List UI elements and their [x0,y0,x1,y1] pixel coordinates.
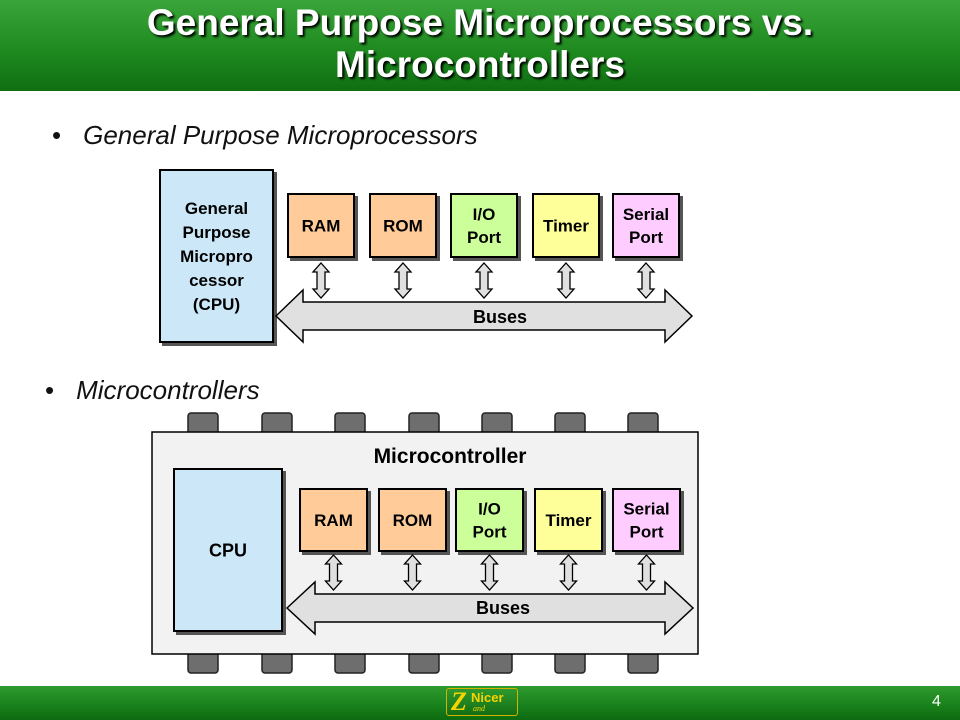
slide-title-line2: Microcontrollers [335,44,625,85]
block-label: Port [473,523,507,542]
page-number: 4 [932,693,941,710]
bus-arrow [274,288,694,344]
logo-small-text: and [473,704,485,713]
memory-block [455,488,524,552]
bus-arrow [285,580,695,636]
chip-label: Microcontroller [374,445,527,468]
bullet-microprocessors: • General Purpose Microprocessors [52,120,478,151]
cpu-label: (CPU) [193,295,240,314]
bullet-text: General Purpose Microprocessors [83,120,478,150]
bidirectional-arrow [556,262,576,299]
cpu-label: cessor [189,271,244,290]
block-label: ROM [393,511,433,530]
bullet-dot: • [52,120,62,150]
slide-title-line1: General Purpose Microprocessors vs. [146,2,814,43]
block-label: Serial [623,205,669,224]
block-label: Timer [543,217,589,236]
memory-block [612,193,680,258]
bullet-text: Microcontrollers [76,375,260,405]
block-label: RAM [302,217,341,236]
block-label: Port [467,228,501,247]
bidirectional-arrow [403,554,422,591]
block-label: Serial [623,500,669,519]
memory-block [299,488,368,552]
bidirectional-arrow [559,554,578,591]
logo: Z Nicer and [446,687,518,716]
bidirectional-arrow [636,262,656,299]
cpu-label: Micropro [180,247,253,266]
cpu-label: CPU [209,540,247,560]
bidirectional-arrow [480,554,499,591]
cpu-label: Purpose [182,223,250,242]
memory-block [287,193,355,258]
memory-block [532,193,600,258]
logo-letter: Z [451,687,467,716]
logo-word: Nicer [471,690,504,705]
memory-block [369,193,437,258]
slide-title: General Purpose Microprocessors vs. Micr… [0,0,960,91]
bidirectional-arrow [474,262,494,299]
bidirectional-arrow [637,554,656,591]
memory-block [612,488,681,552]
memory-block [450,193,518,258]
block-label: RAM [314,511,353,530]
microcontroller-diagram: Microcontroller CPU RAM ROM I/O Port Timer Se… [151,412,699,674]
bidirectional-arrow [311,262,331,299]
memory-block [378,488,447,552]
block-label: Port [629,228,663,247]
memory-block [534,488,603,552]
bus-label: Buses [473,307,527,327]
bidirectional-arrow [324,554,343,591]
bullet-dot: • [45,375,55,405]
cpu-block [173,468,283,632]
block-label: I/O [473,205,496,224]
bus-label: Buses [476,598,530,618]
block-label: I/O [478,500,501,519]
block-label: Timer [546,511,592,530]
bullet-microcontrollers: • Microcontrollers [45,375,260,406]
cpu-label: General [185,199,248,218]
bidirectional-arrow [393,262,413,299]
block-label: ROM [383,217,423,236]
title-bar [0,0,960,91]
cpu-block [159,169,274,343]
block-label: Port [630,523,664,542]
